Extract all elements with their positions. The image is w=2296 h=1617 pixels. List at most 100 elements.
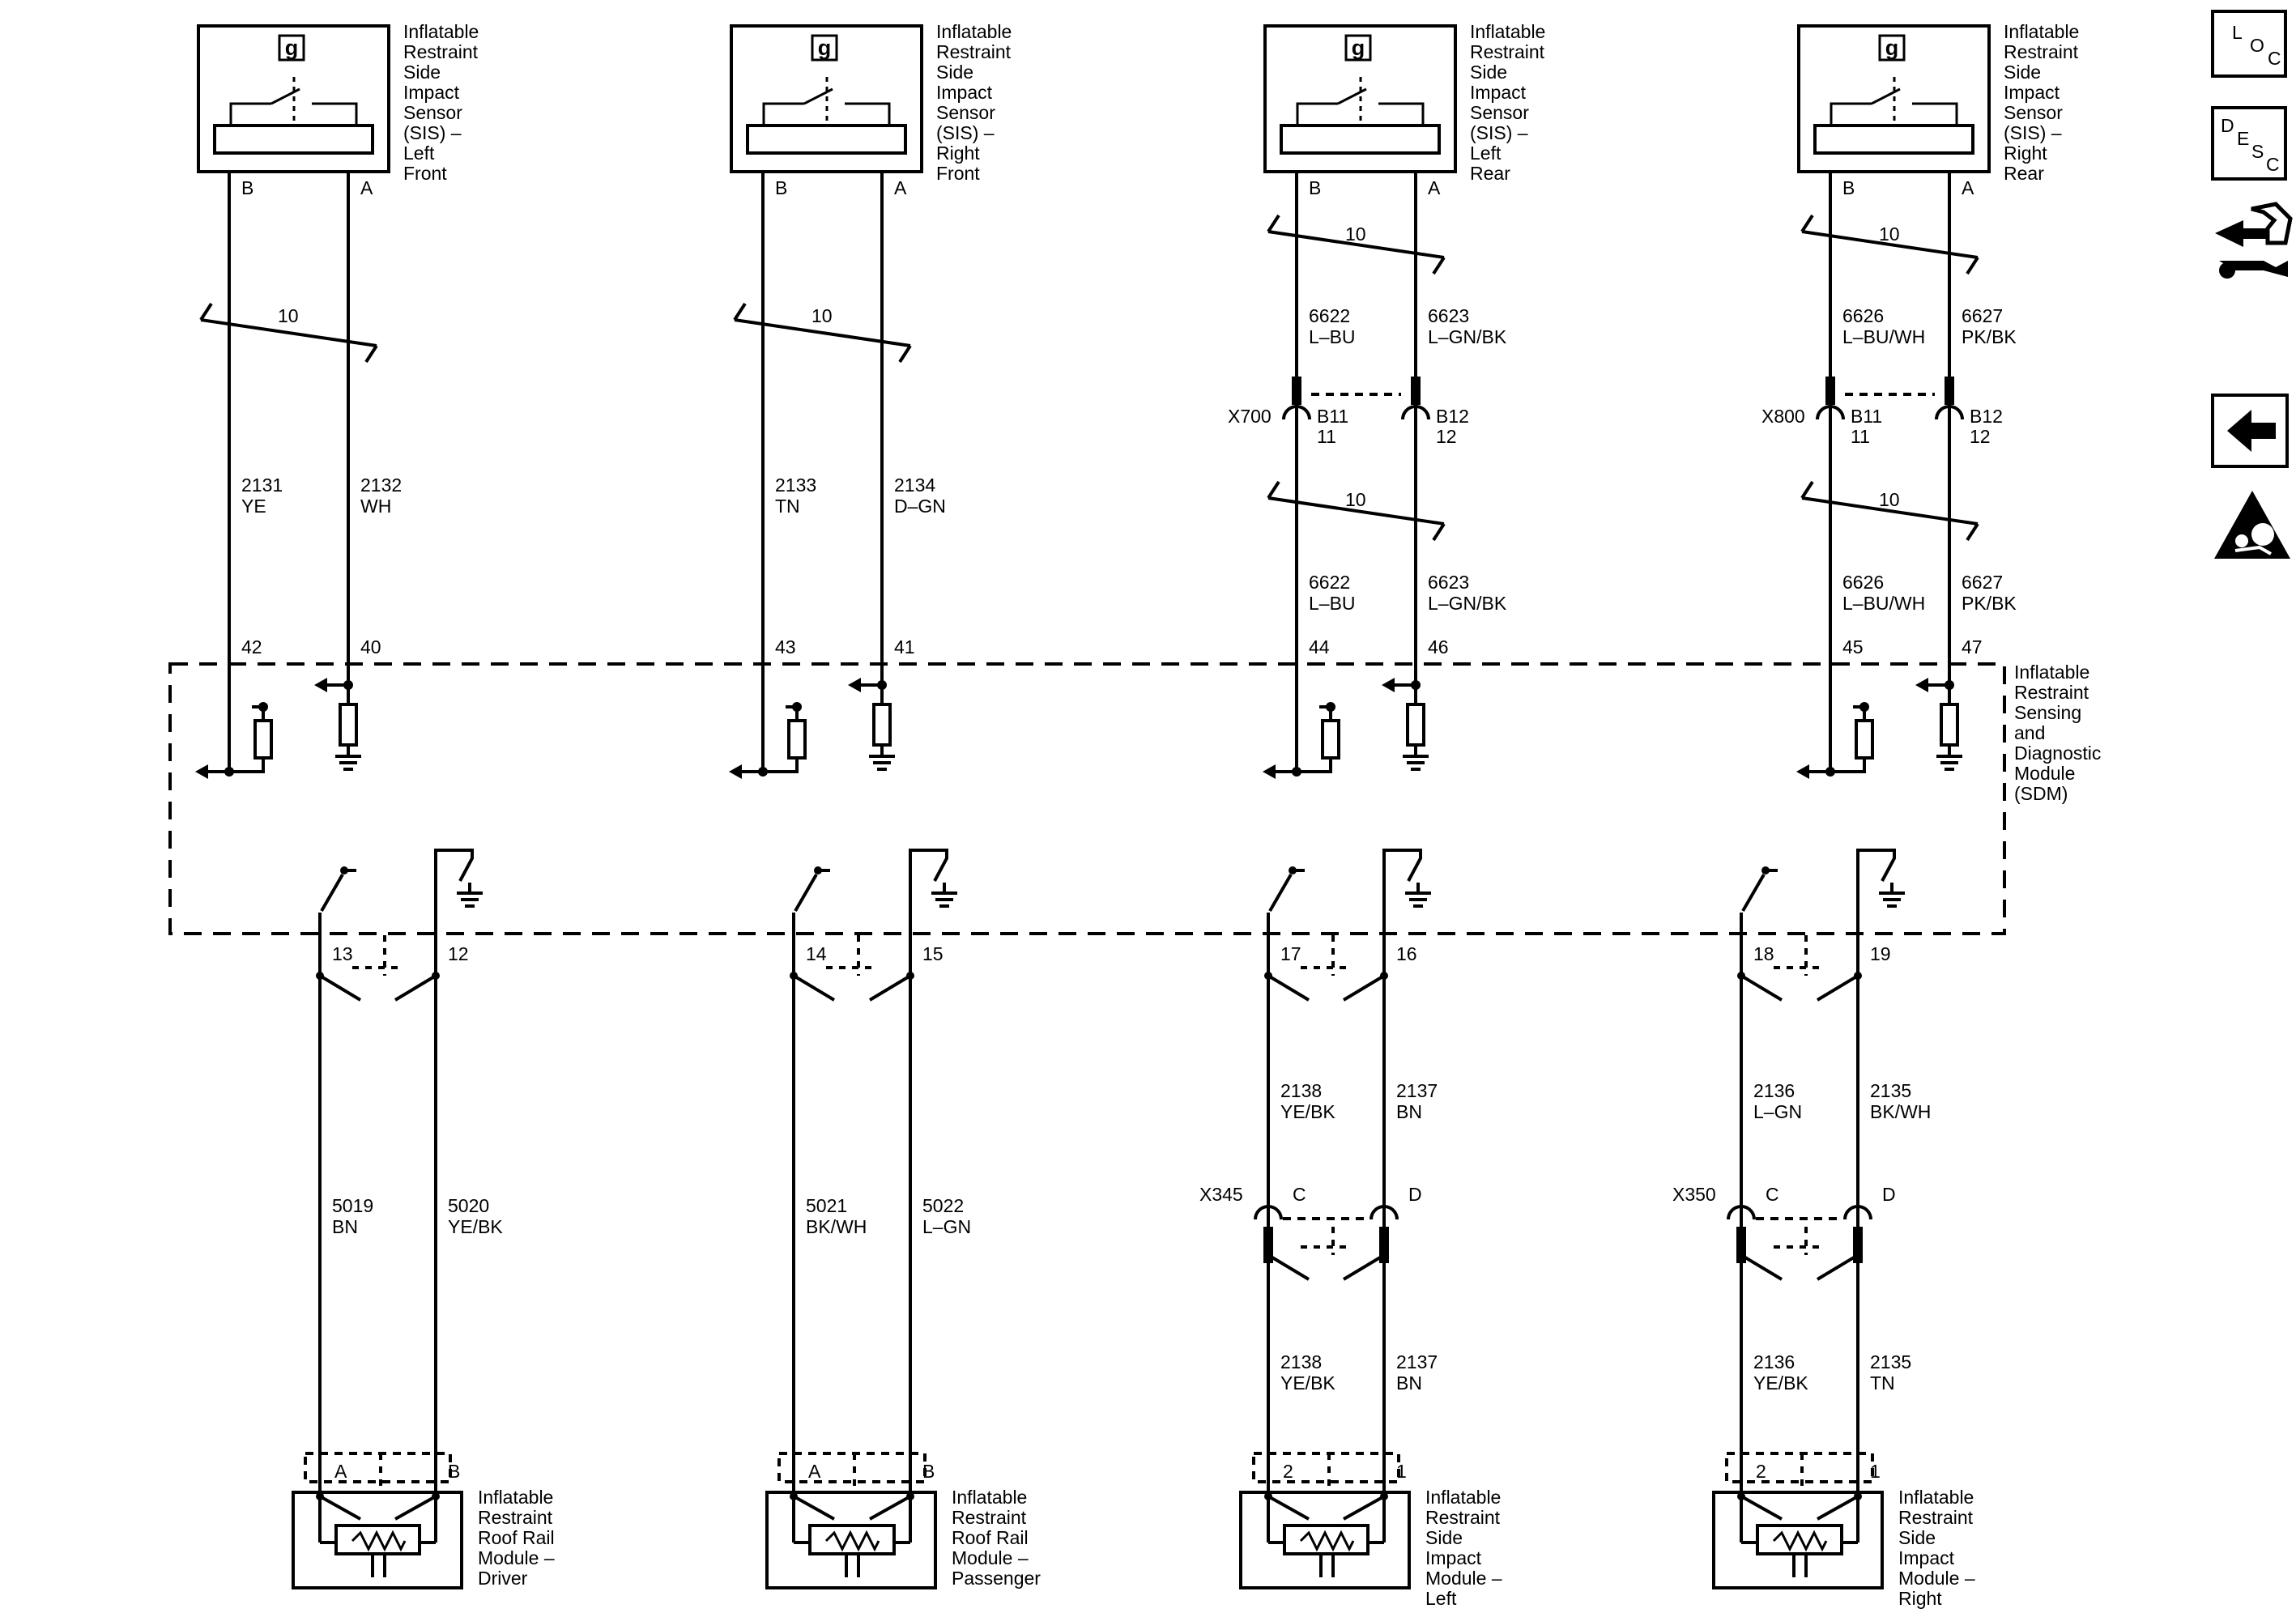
airbag-warning-icon <box>2214 491 2290 559</box>
bundle-count-2: 10 <box>1879 489 1900 510</box>
wire-b-color: L–BU <box>1309 326 1356 347</box>
module-pin-left: A <box>808 1461 821 1482</box>
desc-letter-c: C <box>2266 154 2280 175</box>
wire-left-color: BK/WH <box>806 1216 867 1237</box>
connector-pin-a-num: 12 <box>1436 426 1457 447</box>
wire-left-color: YE/BK <box>1280 1101 1335 1122</box>
connector-pin-b: B11 <box>1317 406 1348 427</box>
desc-letter-e: E <box>2237 128 2249 149</box>
pin-a-label: A <box>1962 177 1974 198</box>
wire-b-2-circuit: 6622 <box>1309 572 1350 593</box>
wire-a-color: PK/BK <box>1962 326 2017 347</box>
connector-pin-a-num: 12 <box>1970 426 1991 447</box>
connector-pin-left: C <box>1766 1184 1779 1205</box>
sdm-pin-left: 18 <box>1753 943 1774 964</box>
sdm-pin-right: 15 <box>922 943 944 964</box>
desc-letter-d: D <box>2221 115 2234 136</box>
wire-left-circuit: 2138 <box>1280 1080 1322 1101</box>
pin-b-label: B <box>241 177 253 198</box>
sdm-pin-left: 13 <box>332 943 353 964</box>
pin-a-label: A <box>360 177 373 198</box>
connector-pin-b-num: 11 <box>1317 426 1336 447</box>
sdm-pin-left: 17 <box>1280 943 1301 964</box>
connector-pin-right: D <box>1408 1184 1422 1205</box>
wire-b-circuit: 2131 <box>241 474 283 496</box>
ground-icon <box>457 891 483 908</box>
wire-b-2-circuit: 6626 <box>1842 572 1884 593</box>
module-pin-right: B <box>922 1461 935 1482</box>
resistor-to-ground <box>1936 685 1962 771</box>
wire-a-circuit: 2132 <box>360 474 402 496</box>
desc-letter-s: S <box>2251 141 2264 162</box>
sdm-pin-b: 44 <box>1309 636 1330 657</box>
connector-pin-a: B12 <box>1970 406 2003 427</box>
connector-id: X700 <box>1228 406 1272 427</box>
wire-right-circuit: 5020 <box>448 1195 489 1216</box>
wire-right-2-circuit: 2135 <box>1870 1351 1911 1372</box>
wire-right-color: L–GN <box>922 1216 971 1237</box>
wire-a-color: WH <box>360 496 391 517</box>
wire-a-circuit: 6627 <box>1962 305 2003 326</box>
sensor-g-icon: g <box>285 36 299 60</box>
sensor-g-icon: g <box>1885 36 1899 60</box>
connector-tool-icon[interactable] <box>2215 202 2293 279</box>
back-arrow-button[interactable] <box>2211 394 2289 468</box>
loc-letter-c: C <box>2268 48 2281 69</box>
sdm-pin-a: 47 <box>1962 636 1983 657</box>
sdm-pin-b: 45 <box>1842 636 1864 657</box>
loc-letter-l: L <box>2232 22 2243 43</box>
pin-a-label: A <box>894 177 907 198</box>
wire-right-2-color: TN <box>1870 1372 1895 1394</box>
wire-left-circuit: 2136 <box>1753 1080 1795 1101</box>
bundle-count: 10 <box>811 305 833 326</box>
wire-b-circuit: 6622 <box>1309 305 1350 326</box>
wire-a-2-circuit: 6627 <box>1962 572 2003 593</box>
wire-left-2-color: YE/BK <box>1280 1372 1335 1394</box>
module-pin-left: 2 <box>1756 1461 1766 1482</box>
sdm-pin-a: 41 <box>894 636 915 657</box>
sdm-pin-left: 14 <box>806 943 827 964</box>
connector-id: X800 <box>1761 406 1805 427</box>
wire-b-color: TN <box>775 496 800 517</box>
pin-b-label: B <box>1309 177 1321 198</box>
wire-right-circuit: 2137 <box>1396 1080 1438 1101</box>
pin-b-label: B <box>1842 177 1855 198</box>
sdm-pin-right: 19 <box>1870 943 1891 964</box>
resistor-to-ground <box>335 685 361 771</box>
sdm-pin-a: 46 <box>1428 636 1449 657</box>
sdm-pin-right: 16 <box>1396 943 1417 964</box>
wire-a-2-color: L–GN/BK <box>1428 593 1507 614</box>
sdm-pin-right: 12 <box>448 943 469 964</box>
wire-left-2-color: YE/BK <box>1753 1372 1808 1394</box>
resistor-to-ground <box>869 685 895 771</box>
ground-icon <box>1405 891 1431 908</box>
ground-icon <box>931 891 957 908</box>
wire-right-circuit: 2135 <box>1870 1080 1911 1101</box>
connector-id: X350 <box>1672 1184 1716 1205</box>
wire-a-circuit: 6623 <box>1428 305 1469 326</box>
connector-pin-right: D <box>1882 1184 1896 1205</box>
connector-pin-b-num: 11 <box>1851 426 1870 447</box>
sensor-g-icon: g <box>1352 36 1365 60</box>
sdm-pin-a: 40 <box>360 636 381 657</box>
wire-a-color: L–GN/BK <box>1428 326 1507 347</box>
connector-pin-left: C <box>1293 1184 1306 1205</box>
wire-b-circuit: 2133 <box>775 474 816 496</box>
loc-button[interactable]: LOC <box>2211 10 2287 78</box>
